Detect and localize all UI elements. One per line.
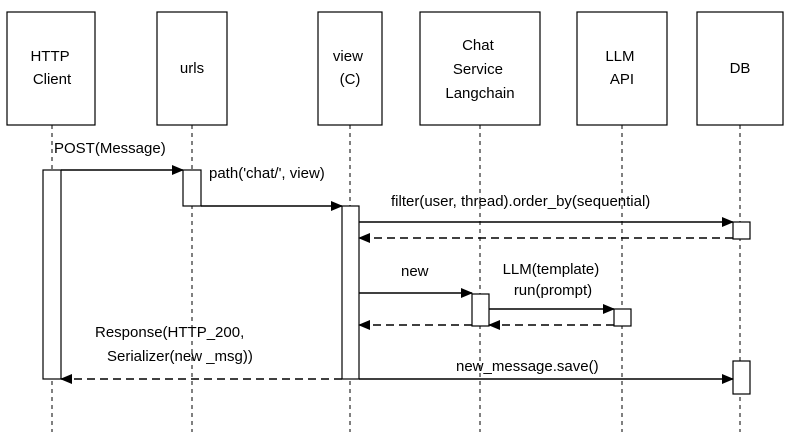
svg-text:view (C): view (C): [333, 48, 367, 88]
activation-db-query: [732, 221, 751, 240]
participant-label: LLM: [605, 48, 634, 65]
svg-text:DB: DB: [730, 60, 751, 77]
svg-text:Response(HTTP_200, Seria: Response(HTTP_200, Serializer(new _msg)): [95, 324, 253, 365]
message-label: Serializer(new _msg)): [107, 348, 253, 365]
participant-label: Client: [33, 71, 72, 88]
participant-label: Service: [453, 61, 503, 78]
message-label: LLM(template): [503, 261, 600, 278]
svg-text:filter(user, thread).order_by(: filter(user, thread).order_by(sequential…: [391, 193, 650, 210]
svg-text:path('chat/', view): path('chat/', view): [209, 165, 325, 182]
message-llm-run: LLM(template) run(prompt): [489, 261, 615, 314]
svg-text:LLM API: LLM API: [605, 48, 638, 88]
message-label: POST(Message): [54, 140, 166, 157]
participant-label: API: [610, 71, 634, 88]
message-label: new_message.save(): [456, 358, 599, 375]
svg-text:new: new: [401, 263, 429, 280]
message-label: new: [401, 263, 429, 280]
message-post: POST(Message): [54, 140, 184, 175]
svg-text:LLM(template) run(prompt: LLM(template) run(prompt): [503, 261, 604, 299]
participant-chat: Chat Service Langchain: [419, 11, 541, 126]
participant-label: (C): [340, 71, 361, 88]
svg-text:HTTP Client: HTTP Client: [30, 48, 73, 88]
message-label: run(prompt): [514, 282, 592, 299]
participant-label: urls: [180, 60, 204, 77]
activation-chat: [471, 293, 490, 327]
message-filter: filter(user, thread).order_by(sequential…: [359, 193, 734, 227]
activation-view: [341, 205, 360, 380]
participant-db: DB: [696, 11, 784, 126]
message-label: Response(HTTP_200,: [95, 324, 244, 341]
participant-label: Chat: [462, 37, 495, 54]
activation-llm: [613, 308, 632, 327]
activation-urls: [182, 169, 202, 207]
activation-client: [42, 169, 62, 380]
participant-urls: urls: [156, 11, 228, 126]
message-label: path('chat/', view): [209, 165, 325, 182]
message-path: path('chat/', view): [201, 165, 343, 211]
svg-text:urls: urls: [180, 60, 204, 77]
message-response: Response(HTTP_200, Serializer(new _msg)): [60, 324, 342, 384]
participant-label: view: [333, 48, 363, 65]
svg-text:Chat Service Langc: Chat Service Langchain: [445, 37, 514, 102]
participant-label: DB: [730, 60, 751, 77]
message-new: new: [359, 263, 473, 298]
message-save: new_message.save(): [359, 358, 734, 384]
message-label: filter(user, thread).order_by(sequential…: [391, 193, 650, 210]
participant-view: view (C): [317, 11, 383, 126]
svg-text:new_message.save(): new_message.save(): [456, 358, 599, 375]
participant-llm: LLM API: [576, 11, 668, 126]
svg-text:POST(Message): POST(Message): [54, 140, 166, 157]
participant-label: HTTP: [30, 48, 69, 65]
participant-label: Langchain: [445, 85, 514, 102]
activation-db-save: [732, 360, 751, 395]
participant-client: HTTP Client: [6, 11, 96, 126]
